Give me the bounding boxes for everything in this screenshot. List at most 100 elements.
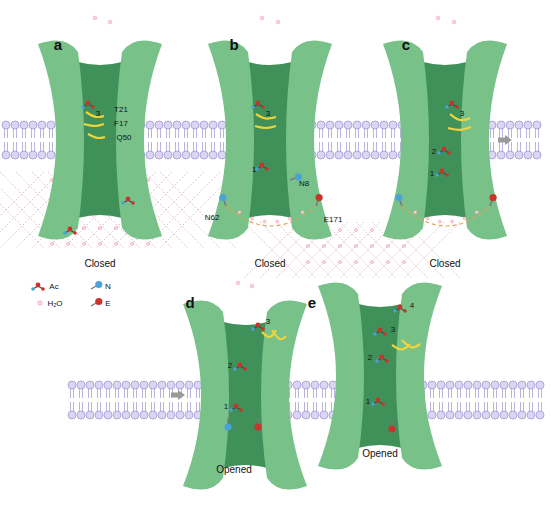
residue-icon (388, 420, 395, 433)
state-label: Closed (429, 259, 460, 269)
acetate-icon (121, 197, 135, 205)
tension-arrow (171, 390, 185, 400)
water-dot (306, 260, 309, 263)
residue-icon (315, 194, 322, 206)
water-dot (93, 16, 97, 20)
water-dot (354, 244, 357, 247)
residue-icon (395, 194, 402, 206)
site-number: 2 (228, 362, 232, 370)
gate-residue (272, 330, 286, 339)
acetate-icon (393, 305, 407, 313)
acetate-icon (373, 328, 387, 336)
water-dot (370, 260, 373, 263)
water-dot (146, 242, 149, 245)
water-dot (414, 211, 417, 214)
water-dot (426, 217, 429, 220)
water-dot (236, 281, 240, 285)
gate-residue (88, 134, 105, 138)
acetate-icon (435, 169, 449, 177)
residue-label: E171 (324, 216, 343, 224)
residue-label: Q50 (116, 134, 131, 142)
state-label: Opened (362, 449, 398, 459)
water-dot (306, 244, 309, 247)
gate-residue (84, 124, 104, 126)
acetate-icon (229, 404, 243, 412)
site-number: 3 (391, 326, 395, 334)
water-dot (338, 228, 341, 231)
residue-label: T21 (114, 106, 128, 114)
state-label: Opened (216, 465, 252, 475)
residue-icon (254, 418, 261, 431)
channel-protein (208, 40, 332, 239)
acetate-icon (375, 355, 389, 363)
acetate-icon (445, 101, 459, 109)
water-dot (114, 242, 117, 245)
water-dot (402, 260, 405, 263)
water-dot (82, 242, 85, 245)
water-dot (402, 244, 405, 247)
acetate-icon (81, 101, 95, 109)
acetate-icon (233, 363, 247, 371)
site-number: 3 (266, 318, 270, 326)
water-network (244, 222, 460, 278)
acetate-icon (255, 163, 269, 171)
water-dot (386, 260, 389, 263)
residue-icon (91, 298, 102, 306)
site-number: 3 (96, 110, 100, 118)
panel-letter: e (308, 295, 316, 310)
site-number: 1 (366, 398, 370, 406)
residue-icon (489, 194, 496, 206)
panel-letter: b (229, 37, 238, 52)
water-dot (452, 20, 456, 24)
tension-arrow (498, 135, 512, 145)
water-dot (263, 220, 266, 223)
water-dot (338, 260, 341, 263)
water-dot (370, 228, 373, 231)
channel-protein (38, 40, 162, 239)
water-dot (370, 244, 373, 247)
gate-residue (86, 112, 104, 117)
residue-label: F17 (114, 120, 128, 128)
legend-text: N (105, 283, 111, 291)
residue-icon (224, 418, 231, 431)
water-dot (354, 260, 357, 263)
gate-residue (255, 126, 276, 128)
residue-label: N8 (299, 180, 309, 188)
water-dot (338, 244, 341, 247)
water-dot (130, 242, 133, 245)
water-dot (438, 220, 441, 223)
panel-letter: d (185, 295, 194, 310)
water-dot (276, 220, 279, 223)
water-dot (288, 217, 291, 220)
state-label: Closed (84, 259, 115, 269)
site-number: 3 (266, 110, 270, 118)
water-dot (251, 217, 254, 220)
acetate-icon (251, 101, 265, 109)
membrane (68, 381, 544, 419)
water-dot (386, 244, 389, 247)
acetate-icon (31, 283, 45, 291)
site-number: 1 (252, 166, 256, 174)
site-number: 2 (368, 354, 372, 362)
water-dot (276, 20, 280, 24)
water-dot (108, 20, 112, 24)
residue-label: N62 (205, 214, 220, 222)
water-dot (82, 226, 85, 229)
site-number: 1 (430, 170, 434, 178)
site-number: 3 (460, 110, 464, 118)
state-label: Closed (254, 259, 285, 269)
site-number: 1 (224, 403, 228, 411)
water-dot (301, 211, 304, 214)
water-dot (66, 242, 69, 245)
legend-text: H₂O (47, 300, 62, 308)
water-dot (322, 244, 325, 247)
channel-protein (183, 300, 307, 489)
acetate-icon (63, 227, 77, 235)
acetate-icon (251, 323, 265, 331)
residue-icon (219, 194, 226, 206)
water-dot (98, 242, 101, 245)
gate-residue (402, 340, 420, 347)
